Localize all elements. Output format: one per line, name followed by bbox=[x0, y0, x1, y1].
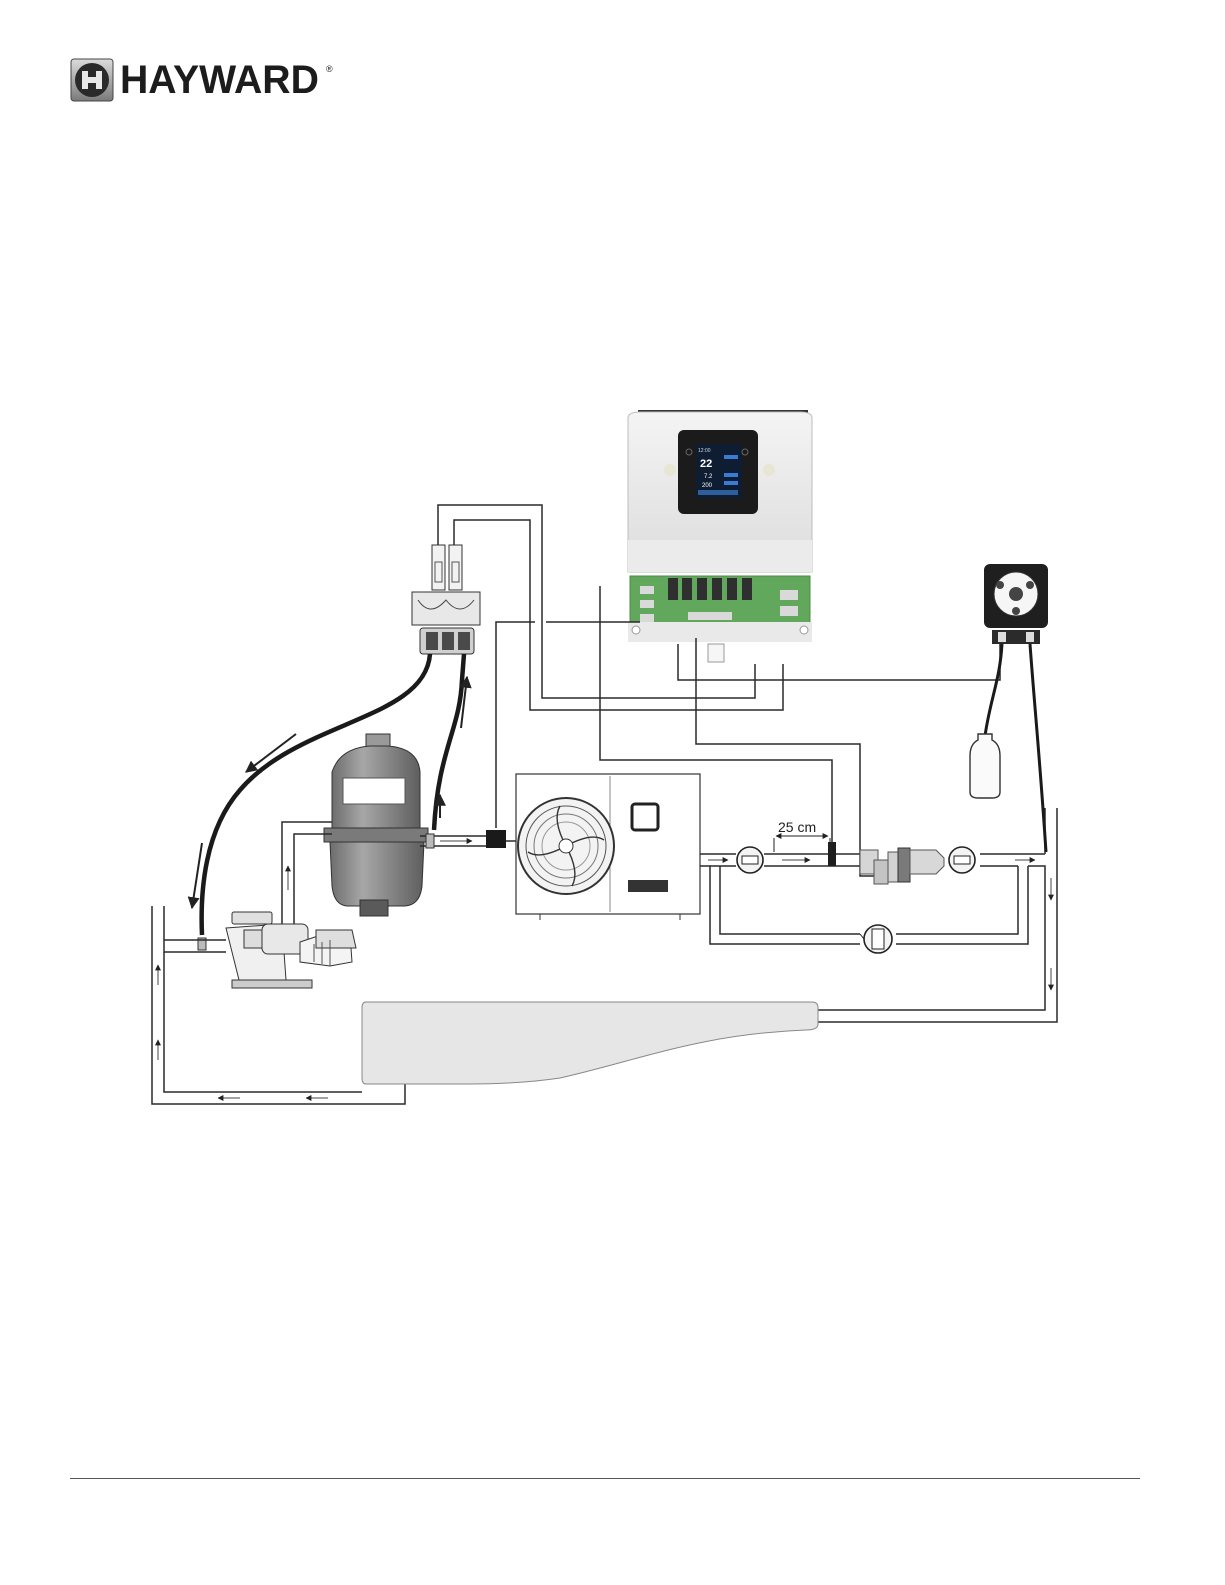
screen-time: 12:00 bbox=[698, 448, 711, 454]
electrolysis-cell bbox=[860, 848, 944, 884]
heat-pump bbox=[516, 774, 700, 920]
temperature-sensor bbox=[828, 842, 836, 866]
dosing-suction-hose bbox=[985, 644, 1002, 736]
controller-unit: 12:00 22 7.2 200 bbox=[628, 410, 812, 662]
heatpump-display bbox=[632, 804, 658, 830]
probe-holder bbox=[412, 545, 480, 654]
valve-icon bbox=[949, 847, 975, 873]
sand-filter bbox=[324, 734, 428, 916]
dimension-marker: 25 cm bbox=[774, 819, 830, 852]
dosing-pump bbox=[984, 564, 1048, 644]
pool-basin bbox=[362, 1002, 818, 1084]
footer-divider bbox=[70, 1478, 1140, 1479]
valve-icon bbox=[737, 847, 763, 873]
bypass-valve-icon bbox=[860, 925, 892, 953]
screen-ph: 7.2 bbox=[704, 474, 713, 480]
chemical-tank bbox=[970, 734, 1000, 798]
tee-fitting bbox=[486, 830, 506, 848]
circulation-pump bbox=[226, 912, 356, 988]
screen-orp: 200 bbox=[702, 483, 713, 489]
return-piping bbox=[700, 808, 1057, 1022]
screen-value: 22 bbox=[700, 458, 712, 470]
dimension-label: 25 cm bbox=[778, 819, 816, 835]
controller-cable-gland bbox=[708, 644, 724, 662]
dosing-injection-hose bbox=[1030, 644, 1046, 852]
